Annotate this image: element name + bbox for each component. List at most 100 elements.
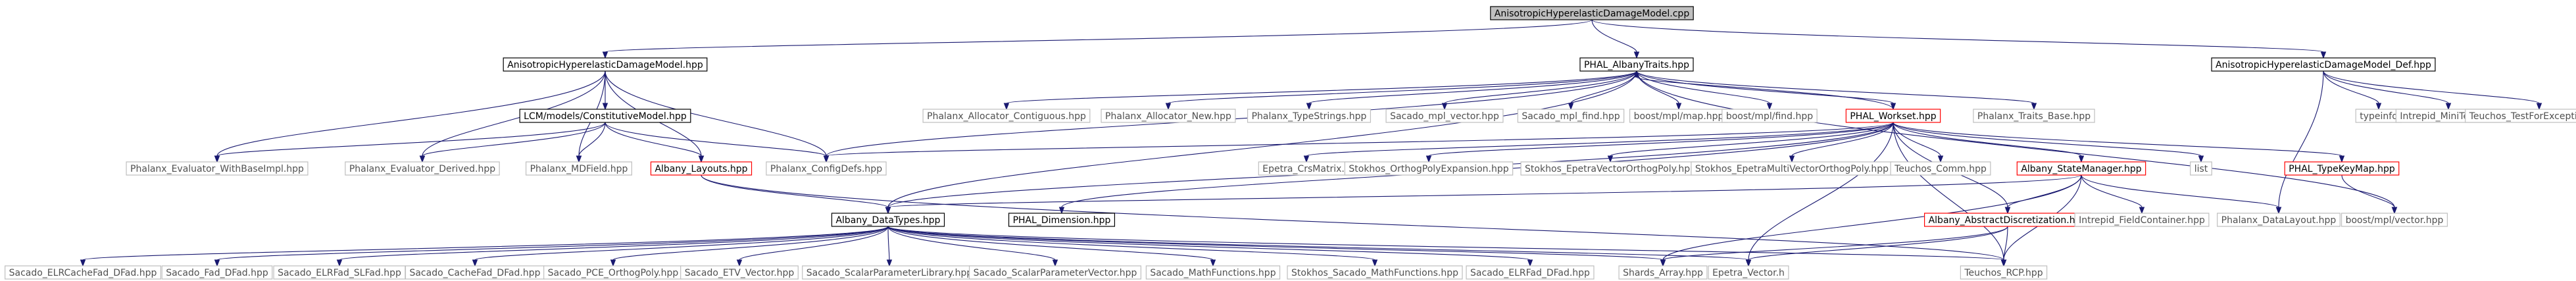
- edge-lcm-const-to-albany-layouts: [605, 122, 705, 163]
- edge-albany-traits-to-boost-map: [1636, 70, 1682, 111]
- node-label: AnisotropicHyperelasticDamageModel_Def.h…: [2216, 60, 2431, 70]
- node-box: [161, 265, 273, 280]
- edge-root-to-ahdm-def: [1591, 19, 2327, 59]
- node-mpl-find[interactable]: Sacado_mpl_find.hpp: [1517, 109, 1625, 123]
- node-stokhos-epv[interactable]: Stokhos_EpetraVectorOrthogPoly.hpp: [1520, 161, 1700, 176]
- node-typeinfo[interactable]: typeinfo: [2355, 109, 2402, 123]
- node-ahdm-def[interactable]: AnisotropicHyperelasticDamageModel_Def.h…: [2211, 57, 2436, 72]
- node-boost-map[interactable]: boost/mpl/map.hpp: [1629, 109, 1729, 123]
- edge-phal-workset-to-configdefs: [823, 122, 1894, 163]
- node-box: [968, 265, 1142, 280]
- node-box: [126, 161, 309, 176]
- node-label: boost/mpl/find.hpp: [1726, 111, 1813, 122]
- node-mpl-vector[interactable]: Sacado_mpl_vector.hpp: [1385, 109, 1504, 123]
- node-label: Sacado_ELRFad_DFad.hpp: [1470, 268, 1590, 278]
- node-box: [680, 265, 799, 280]
- node-datalayout[interactable]: Phalanx_DataLayout.hpp: [2217, 213, 2341, 227]
- node-fad-dfad[interactable]: Sacado_Fad_DFad.hpp: [161, 265, 273, 280]
- node-label: PHAL_AlbanyTraits.hpp: [1584, 60, 1689, 70]
- node-box: [2341, 213, 2448, 227]
- node-eval-base[interactable]: Phalanx_Evaluator_WithBaseImpl.hpp: [126, 161, 309, 176]
- node-typestrings[interactable]: Phalanx_TypeStrings.hpp: [1247, 109, 1372, 123]
- edge-phal-workset-to-stokhos-epv: [1607, 122, 1894, 163]
- node-elr-cache[interactable]: Sacado_ELRCacheFad_DFad.hpp: [5, 265, 161, 280]
- node-boost-find[interactable]: boost/mpl/find.hpp: [1721, 109, 1818, 123]
- edge-state-mgr-to-datatypes: [885, 174, 2082, 215]
- node-abstract-disc[interactable]: Albany_AbstractDiscretization.hpp: [1923, 213, 2092, 227]
- node-label: Phalanx_TypeStrings.hpp: [1252, 111, 1367, 122]
- edge-albany-traits-to-mpl-vector: [1441, 70, 1637, 111]
- edge-phal-workset-to-typekeymap: [1893, 122, 2345, 163]
- node-datatypes[interactable]: Albany_DataTypes.hpp: [831, 213, 945, 227]
- edges-layer: [80, 19, 2542, 267]
- node-root[interactable]: AnisotropicHyperelasticDamageModel.cpp: [1490, 6, 1694, 20]
- edge-datatypes-to-scalar-lib: [886, 226, 893, 267]
- node-eval-derived[interactable]: Phalanx_Evaluator_Derived.hpp: [345, 161, 500, 176]
- node-albany-layouts[interactable]: Albany_Layouts.hpp: [650, 161, 753, 176]
- edge-state-mgr-to-datalayout: [2081, 174, 2282, 215]
- node-configdefs[interactable]: Phalanx_ConfigDefs.hpp: [766, 161, 887, 176]
- node-typekeymap[interactable]: PHAL_TypeKeyMap.hpp: [2284, 161, 2400, 176]
- edge-root-to-albany-traits: [1591, 19, 1640, 59]
- edge-lcm-const-to-eval-derived: [419, 122, 606, 163]
- node-scalar-vec[interactable]: Sacado_ScalarParameterVector.hpp: [968, 265, 1142, 280]
- node-stokhos-mathfn[interactable]: Stokhos_Sacado_MathFunctions.hpp: [1287, 265, 1463, 280]
- node-box: [345, 161, 500, 176]
- node-boost-vector[interactable]: boost/mpl/vector.hpp: [2341, 213, 2448, 227]
- node-box: [1517, 109, 1625, 123]
- node-albany-traits[interactable]: PHAL_AlbanyTraits.hpp: [1579, 57, 1694, 72]
- node-label: Sacado_ELRFad_SLFad.hpp: [278, 268, 401, 278]
- node-label: Shards_Array.hpp: [1623, 268, 1703, 278]
- node-label: PHAL_TypeKeyMap.hpp: [2289, 164, 2395, 174]
- node-ahdm-hpp[interactable]: AnisotropicHyperelasticDamageModel.hpp: [503, 57, 708, 72]
- node-box: [2190, 161, 2212, 176]
- node-box: [1247, 109, 1372, 123]
- node-list[interactable]: list: [2190, 161, 2212, 176]
- node-alloc-new[interactable]: Phalanx_Allocator_New.hpp: [1101, 109, 1236, 123]
- node-scalar-lib[interactable]: Sacado_ScalarParameterLibrary.hpp: [802, 265, 977, 280]
- node-box: [1721, 109, 1818, 123]
- node-intrepid-fc[interactable]: Intrepid_FieldContainer.hpp: [2074, 213, 2210, 227]
- node-label: Sacado_mpl_find.hpp: [1522, 111, 1620, 122]
- node-mdfield[interactable]: Phalanx_MDField.hpp: [526, 161, 632, 176]
- node-lcm-const[interactable]: LCM/models/ConstitutiveModel.hpp: [519, 109, 691, 123]
- node-stokhos-epmv[interactable]: Stokhos_EpetraMultiVectorOrthogPoly.hpp: [1691, 161, 1893, 176]
- edge-datatypes-to-elr-cache: [80, 226, 889, 267]
- node-box: [1466, 265, 1595, 280]
- node-mathfn[interactable]: Sacado_MathFunctions.hpp: [1145, 265, 1281, 280]
- node-teuchos-rcp[interactable]: Teuchos_RCP.hpp: [1960, 265, 2048, 280]
- node-box: [766, 161, 887, 176]
- node-label: Stokhos_EpetraVectorOrthogPoly.hpp: [1525, 164, 1696, 174]
- edge-typekeymap-to-boost-vector: [2341, 174, 2398, 215]
- node-box: [1973, 109, 2095, 123]
- node-epetra-vec[interactable]: Epetra_Vector.h: [1708, 265, 1789, 280]
- edge-albany-traits-to-alloc-contig: [1003, 70, 1637, 111]
- node-shards[interactable]: Shards_Array.hpp: [1618, 265, 1708, 280]
- node-elrfad-dfad[interactable]: Sacado_ELRFad_DFad.hpp: [1466, 265, 1595, 280]
- node-box: [1287, 265, 1463, 280]
- edge-datatypes-to-teuchos-rcp: [887, 226, 2007, 267]
- node-phal-workset[interactable]: PHAL_Workset.hpp: [1845, 109, 1941, 123]
- node-traits-base[interactable]: Phalanx_Traits_Base.hpp: [1973, 109, 2095, 123]
- node-pce[interactable]: Sacado_PCE_OrthogPoly.hpp: [543, 265, 683, 280]
- node-cache-dfad[interactable]: Sacado_CacheFad_DFad.hpp: [405, 265, 545, 280]
- node-etv[interactable]: Sacado_ETV_Vector.hpp: [680, 265, 799, 280]
- node-epetra-crs[interactable]: Epetra_CrsMatrix.h: [1258, 161, 1355, 176]
- edge-albany-traits-to-traits-base: [1636, 70, 2037, 111]
- edge-phal-workset-to-albany-traits: [1633, 70, 1894, 110]
- node-label: Sacado_ETV_Vector.hpp: [685, 268, 795, 278]
- node-alloc-contig[interactable]: Phalanx_Allocator_Contiguous.hpp: [922, 109, 1091, 123]
- edge-lcm-const-to-configdefs: [605, 122, 830, 163]
- node-label: boost/mpl/map.hpp: [1634, 111, 1724, 122]
- node-stokhos-ortho[interactable]: Stokhos_OrthogPolyExpansion.hpp: [1344, 161, 1514, 176]
- node-teuchos-test[interactable]: Teuchos_TestForException.hpp: [2465, 109, 2576, 123]
- node-elr-slfad[interactable]: Sacado_ELRFad_SLFad.hpp: [273, 265, 406, 280]
- node-box: [1008, 213, 1116, 227]
- node-teuchos-comm[interactable]: Teuchos_Comm.hpp: [1890, 161, 1991, 176]
- node-phal-dimension[interactable]: PHAL_Dimension.hpp: [1008, 213, 1116, 227]
- node-label: Sacado_MathFunctions.hpp: [1150, 268, 1276, 278]
- node-box: [1890, 161, 1991, 176]
- node-state-mgr[interactable]: Albany_StateManager.hpp: [2016, 161, 2146, 176]
- node-label: typeinfo: [2360, 111, 2398, 122]
- node-label: Albany_DataTypes.hpp: [835, 215, 940, 226]
